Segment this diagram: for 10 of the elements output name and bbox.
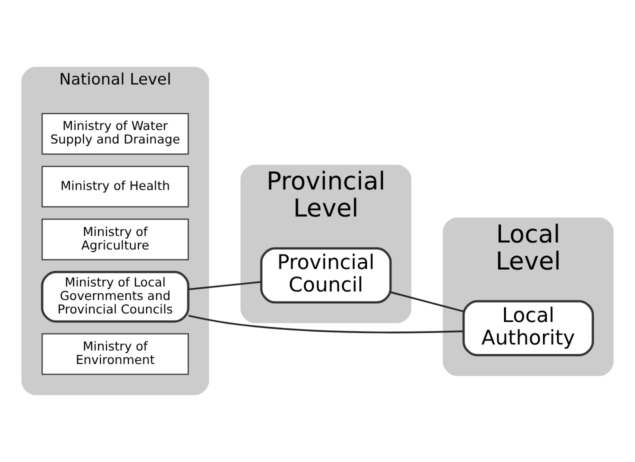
connector — [188, 314, 464, 334]
node-box: Provincial Council — [260, 247, 392, 304]
node-box: Ministry of Health — [42, 166, 189, 208]
node-box: Ministry of Local Governments and Provincial Councils — [41, 270, 190, 323]
node-box: Ministry of Water Supply and Drainage — [42, 113, 189, 155]
connector — [188, 281, 262, 290]
node-box: Ministry of Agriculture — [42, 218, 189, 260]
node-box: Local Authority — [462, 300, 594, 356]
node-box: Ministry of Environment — [42, 333, 189, 375]
connector — [390, 291, 464, 312]
